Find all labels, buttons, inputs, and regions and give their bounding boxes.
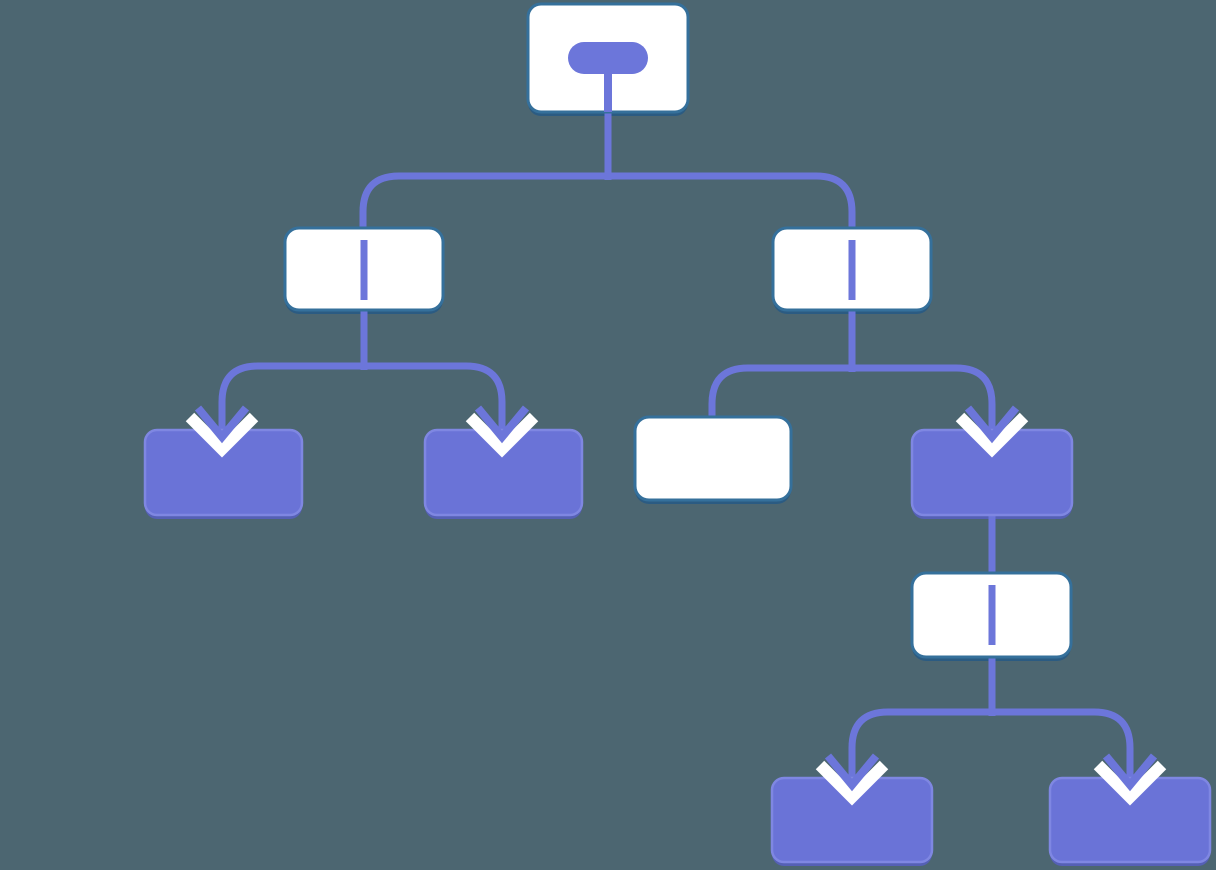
connector-left-branch [218, 362, 506, 435]
chevron-outer-white [185, 412, 259, 458]
connector-bottom-branch [848, 708, 1134, 783]
chevron-outer-white [815, 760, 889, 806]
node-child-right-plain[interactable] [633, 415, 793, 502]
node-child-right-purple[interactable] [910, 428, 1074, 517]
node-leaf-bottom-2[interactable] [1048, 776, 1212, 864]
chevron-inner-purple [194, 405, 250, 444]
chevron-outer-white [465, 412, 539, 458]
purple-cards [143, 428, 1212, 864]
node-leaf-bottom-1[interactable] [770, 776, 934, 864]
root-pill-placeholder [568, 42, 648, 74]
double-chevron-down-icon [1093, 753, 1167, 806]
double-chevron-down-icon [815, 753, 889, 806]
card-decorations [360, 42, 996, 645]
chevron-inner-purple [1102, 753, 1158, 792]
chevron-outer-white [1093, 760, 1167, 806]
double-chevron-down-icon [465, 405, 539, 458]
connector-right-branch [708, 364, 996, 435]
chevron-inner-purple [964, 405, 1020, 444]
chevron-outer-white [955, 412, 1029, 458]
double-chevron-down-icon [955, 405, 1029, 458]
connectors [218, 110, 1134, 783]
chevron-inner-purple [474, 405, 530, 444]
connector-top-branch [359, 172, 856, 228]
double-chevron-down-icon [185, 405, 259, 458]
chevron-inner-purple [824, 753, 880, 792]
drop-arrow-icons [185, 405, 1167, 806]
